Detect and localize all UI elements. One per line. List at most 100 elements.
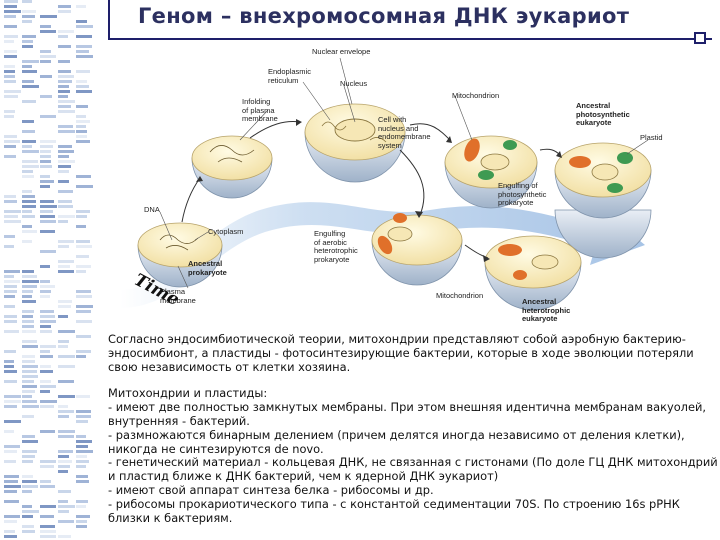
sequence-band (22, 400, 37, 403)
sequence-band (58, 190, 73, 193)
sequence-band (22, 440, 38, 443)
sequence-band (58, 5, 71, 8)
sequence-band (76, 395, 90, 398)
sequence-band (40, 250, 56, 253)
sequence-band (4, 500, 19, 503)
sequence-band (58, 245, 69, 248)
sequence-band (40, 365, 51, 368)
sequence-band (4, 515, 20, 518)
sequence-band (58, 155, 69, 158)
sequence-band (22, 340, 37, 343)
sequence-band (76, 130, 87, 133)
sequence-band (4, 460, 16, 463)
label-engulfing-aerobic: Engulfing of aerobic heterotrophic proka… (314, 230, 358, 264)
sequence-band (40, 230, 55, 233)
sequence-band (22, 320, 34, 323)
sequence-band (4, 305, 15, 308)
sequence-band (4, 535, 17, 538)
sequence-band (4, 280, 20, 283)
sequence-band (58, 520, 74, 523)
sequence-band (4, 25, 17, 28)
sequence-band (22, 360, 35, 363)
sequence-band (76, 415, 91, 418)
sequence-band (40, 390, 50, 393)
sequence-band (58, 395, 75, 398)
label-infolding: Infolding of plasma membrane (242, 98, 278, 124)
sequence-band (22, 240, 32, 243)
sequence-band (22, 375, 38, 378)
sequence-band (4, 520, 17, 523)
sequence-band (40, 485, 55, 488)
sequence-band (40, 350, 50, 353)
sequence-band (22, 395, 32, 398)
sequence-band (58, 415, 69, 418)
sequence-band (58, 510, 69, 513)
sequence-band (58, 430, 75, 433)
sequence-band (4, 65, 15, 68)
sequence-band (40, 145, 53, 148)
sequence-band (76, 240, 90, 243)
sequence-band (22, 530, 35, 533)
sequence-band (22, 505, 32, 508)
sequence-band (22, 355, 35, 358)
sequence-band (40, 185, 50, 188)
sequence-band (4, 5, 17, 8)
sequence-band (58, 340, 69, 343)
sequence-band (22, 525, 34, 528)
sequence-band (22, 215, 35, 218)
sequence-band (40, 285, 55, 288)
sequence-band (76, 245, 92, 248)
sequence-band (76, 420, 88, 423)
sequence-band (22, 120, 34, 123)
sequence-band (22, 315, 33, 318)
sequence-band (22, 170, 33, 173)
cell-photosynthetic-eukaryote (555, 126, 651, 258)
sequence-band (76, 295, 92, 298)
sequence-band (22, 200, 36, 203)
sequence-band (40, 295, 50, 298)
sequence-band (58, 330, 75, 333)
sequence-band (40, 175, 50, 178)
sequence-band (40, 430, 55, 433)
sequence-band (76, 215, 87, 218)
sequence-band (76, 20, 87, 23)
sequence-band (4, 215, 18, 218)
sequence-band (22, 415, 34, 418)
page-title: Геном – внехромосомная ДНК эукариот (138, 4, 629, 28)
label-mitochondrion-bottom: Mitochondrion (436, 292, 483, 301)
sequence-band (4, 320, 17, 323)
sequence-band (58, 105, 71, 108)
sequence-band (40, 480, 51, 483)
sequence-band (4, 295, 15, 298)
sequence-band (76, 135, 87, 138)
label-plastid: Plastid (640, 134, 663, 143)
sequence-band (22, 310, 34, 313)
sequence-band (40, 355, 53, 358)
sequence-band (76, 525, 87, 528)
sequence-band (76, 225, 86, 228)
sequence-band (58, 465, 70, 468)
sequence-band (40, 215, 55, 218)
sequence-band (40, 525, 55, 528)
sequence-band (22, 165, 39, 168)
sequence-band (40, 280, 50, 283)
sequence-band (58, 490, 71, 493)
cell-infolding (192, 136, 272, 198)
sequence-band (58, 270, 74, 273)
sequence-band (58, 75, 74, 78)
sequence-band (4, 445, 20, 448)
sequence-band (40, 325, 51, 328)
sequence-band (58, 240, 74, 243)
sequence-band (40, 75, 52, 78)
sequence-band (58, 30, 74, 33)
sequence-band (76, 140, 90, 143)
sequence-band (4, 110, 15, 113)
list-item: - размножаются бинарным делением (причем… (108, 429, 718, 457)
sequence-band (76, 125, 86, 128)
sequence-band (58, 535, 71, 538)
sequence-band (22, 60, 39, 63)
description-text: Согласно эндосимбиотической теории, мито… (108, 333, 718, 525)
sequence-band (40, 290, 51, 293)
sequence-band (22, 190, 32, 193)
sequence-band (4, 430, 14, 433)
